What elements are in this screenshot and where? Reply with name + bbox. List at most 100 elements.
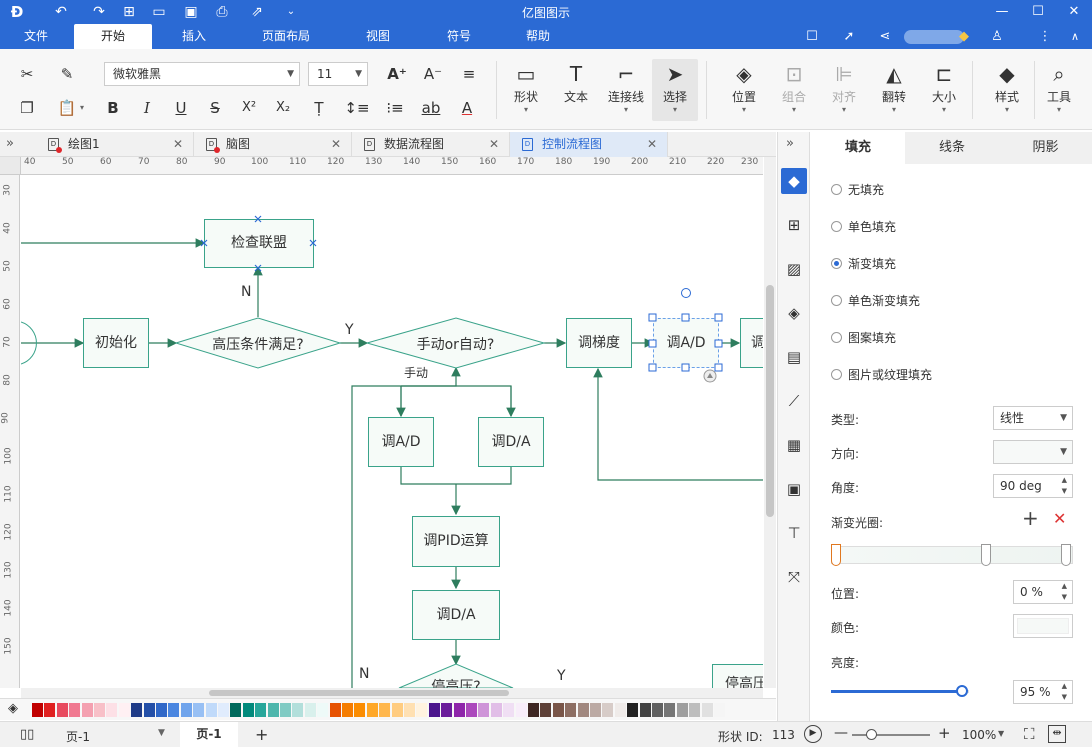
decrease-font-icon[interactable]: A⁻ <box>423 65 443 83</box>
fill-panel-icon[interactable]: ◆ <box>781 168 807 194</box>
color-swatch[interactable] <box>118 703 130 717</box>
chart-icon[interactable]: ⟋ <box>788 392 800 410</box>
color-swatch[interactable] <box>168 703 180 717</box>
color-swatch[interactable] <box>577 703 589 717</box>
color-swatch[interactable] <box>193 703 205 717</box>
position-stepper[interactable]: 0 %▲▼ <box>1013 580 1073 604</box>
color-swatch[interactable] <box>664 703 676 717</box>
text-style-icon[interactable]: Ṭ <box>314 99 324 117</box>
color-swatch[interactable] <box>689 703 701 717</box>
subscript-icon[interactable]: X₂ <box>275 100 291 115</box>
play-icon[interactable]: ▶ <box>804 725 822 743</box>
redo-icon[interactable]: ↷ <box>93 4 105 20</box>
node-stop-hv[interactable]: 停高压 <box>712 664 763 688</box>
chevron-down-icon[interactable]: ▼ <box>998 729 1005 738</box>
color-swatches[interactable] <box>32 703 772 717</box>
add-stop-icon[interactable]: + <box>1022 506 1039 530</box>
angle-stepper[interactable]: 90 deg▲▼ <box>993 474 1073 498</box>
tab-line[interactable]: 线条 <box>905 132 999 164</box>
color-swatch[interactable] <box>180 703 192 717</box>
color-swatch[interactable] <box>156 703 167 717</box>
tab-data-flow[interactable]: D 数据流程图✕ <box>352 132 510 157</box>
select-tool-button[interactable]: ➤选择▾ <box>652 59 698 121</box>
color-swatch[interactable] <box>56 703 68 717</box>
gradient-stop-bar[interactable] <box>831 546 1073 564</box>
color-swatch[interactable] <box>614 703 626 717</box>
color-swatch[interactable] <box>428 703 440 717</box>
node-check-alliance[interactable]: 检查联盟 <box>204 219 314 268</box>
color-swatch[interactable] <box>280 703 291 717</box>
color-swatch[interactable] <box>354 703 366 717</box>
theme-shirt-icon[interactable]: ♙ <box>991 29 1003 44</box>
bullet-list-icon[interactable]: ⁝≡ <box>386 99 404 117</box>
color-swatch[interactable] <box>44 703 56 717</box>
gradient-stop-handle-active[interactable] <box>831 544 841 566</box>
color-swatch[interactable] <box>69 703 81 717</box>
comment-icon[interactable]: ☐ <box>806 29 818 44</box>
zoom-in-button[interactable]: + <box>938 724 951 742</box>
paragraph-align-icon[interactable]: ≡ <box>462 65 476 83</box>
position-button[interactable]: ◈位置▾ <box>721 59 767 121</box>
color-swatch[interactable] <box>404 703 415 717</box>
color-swatch[interactable] <box>528 703 539 717</box>
color-swatch[interactable] <box>106 703 118 717</box>
color-swatch[interactable] <box>366 703 378 717</box>
zoom-out-button[interactable]: — <box>834 725 848 741</box>
size-button[interactable]: ⊏大小▾ <box>921 59 967 121</box>
menu-insert[interactable]: 插入 <box>181 29 206 43</box>
color-swatch[interactable] <box>267 703 279 717</box>
tab-shadow[interactable]: 阴影 <box>999 132 1092 164</box>
structure-icon[interactable]: ▣ <box>786 480 802 498</box>
color-swatch[interactable] <box>81 703 93 717</box>
brightness-slider-thumb[interactable] <box>956 685 969 697</box>
radio-pattern-fill[interactable]: 图案填充 <box>831 330 896 346</box>
grid-library-icon[interactable]: ⊞ <box>787 216 801 234</box>
menu-view[interactable]: 视图 <box>365 29 390 43</box>
type-select[interactable]: 线性▼ <box>993 406 1073 430</box>
format-icon[interactable]: ⊤ <box>787 524 801 542</box>
node-stop-hv-decision[interactable]: 停高压? <box>431 679 481 688</box>
font-family-select[interactable]: 微软雅黑▼ <box>104 62 300 86</box>
page-icon[interactable]: ▤ <box>786 348 802 366</box>
radio-picture-fill[interactable]: 图片或纹理填充 <box>831 367 932 383</box>
stepper-arrows-icon[interactable]: ▲▼ <box>1061 582 1067 601</box>
shape-tool-button[interactable]: ▭形状▾ <box>503 59 549 121</box>
underline-icon[interactable]: U <box>175 99 187 117</box>
color-swatch[interactable] <box>441 703 453 717</box>
send-icon[interactable]: ➚ <box>843 29 855 44</box>
color-swatch[interactable] <box>317 703 329 717</box>
bold-icon[interactable]: B <box>107 99 119 117</box>
zoom-level[interactable]: 100% <box>962 728 997 742</box>
vertical-scrollbar[interactable] <box>764 157 776 688</box>
line-spacing-icon[interactable]: ↕≡ <box>344 99 370 117</box>
node-next-partial[interactable]: 调 <box>740 318 763 368</box>
stepper-arrows-icon[interactable]: ▲▼ <box>1061 476 1067 495</box>
tab-control-flow[interactable]: D 控制流程图✕ <box>510 132 668 157</box>
copy-icon[interactable]: ❐ <box>20 99 34 117</box>
color-swatch[interactable] <box>565 703 577 717</box>
color-swatch[interactable] <box>131 703 143 717</box>
color-swatch[interactable] <box>205 703 217 717</box>
color-swatch[interactable] <box>255 703 267 717</box>
direction-select[interactable]: ▼ <box>993 440 1073 464</box>
page-selector[interactable]: 页-1 <box>66 728 90 745</box>
connect-icon[interactable]: ⤧ <box>787 568 800 586</box>
collapse-panel-icon[interactable]: » <box>786 136 794 151</box>
color-swatch[interactable] <box>342 703 353 717</box>
layers-icon[interactable]: ◈ <box>788 304 800 322</box>
menu-page-layout[interactable]: 页面布局 <box>261 29 310 43</box>
increase-font-icon[interactable]: A⁺ <box>387 65 407 83</box>
new-file-icon[interactable]: ⊞ <box>123 4 135 20</box>
full-screen-icon[interactable]: ⇹ <box>1048 725 1066 743</box>
node-adjust-da-2[interactable]: 调D/A <box>412 590 500 640</box>
color-swatch[interactable] <box>391 703 403 717</box>
node-initialize[interactable]: 初始化 <box>83 318 149 368</box>
close-tab-icon[interactable]: ✕ <box>488 137 499 151</box>
node-adjust-da[interactable]: 调D/A <box>478 417 544 467</box>
color-swatch[interactable] <box>490 703 502 717</box>
color-swatch[interactable] <box>453 703 465 717</box>
chevron-down-icon[interactable]: ▼ <box>158 728 165 738</box>
color-swatch[interactable] <box>714 703 725 717</box>
fit-page-icon[interactable]: ⛶ <box>1024 725 1035 743</box>
